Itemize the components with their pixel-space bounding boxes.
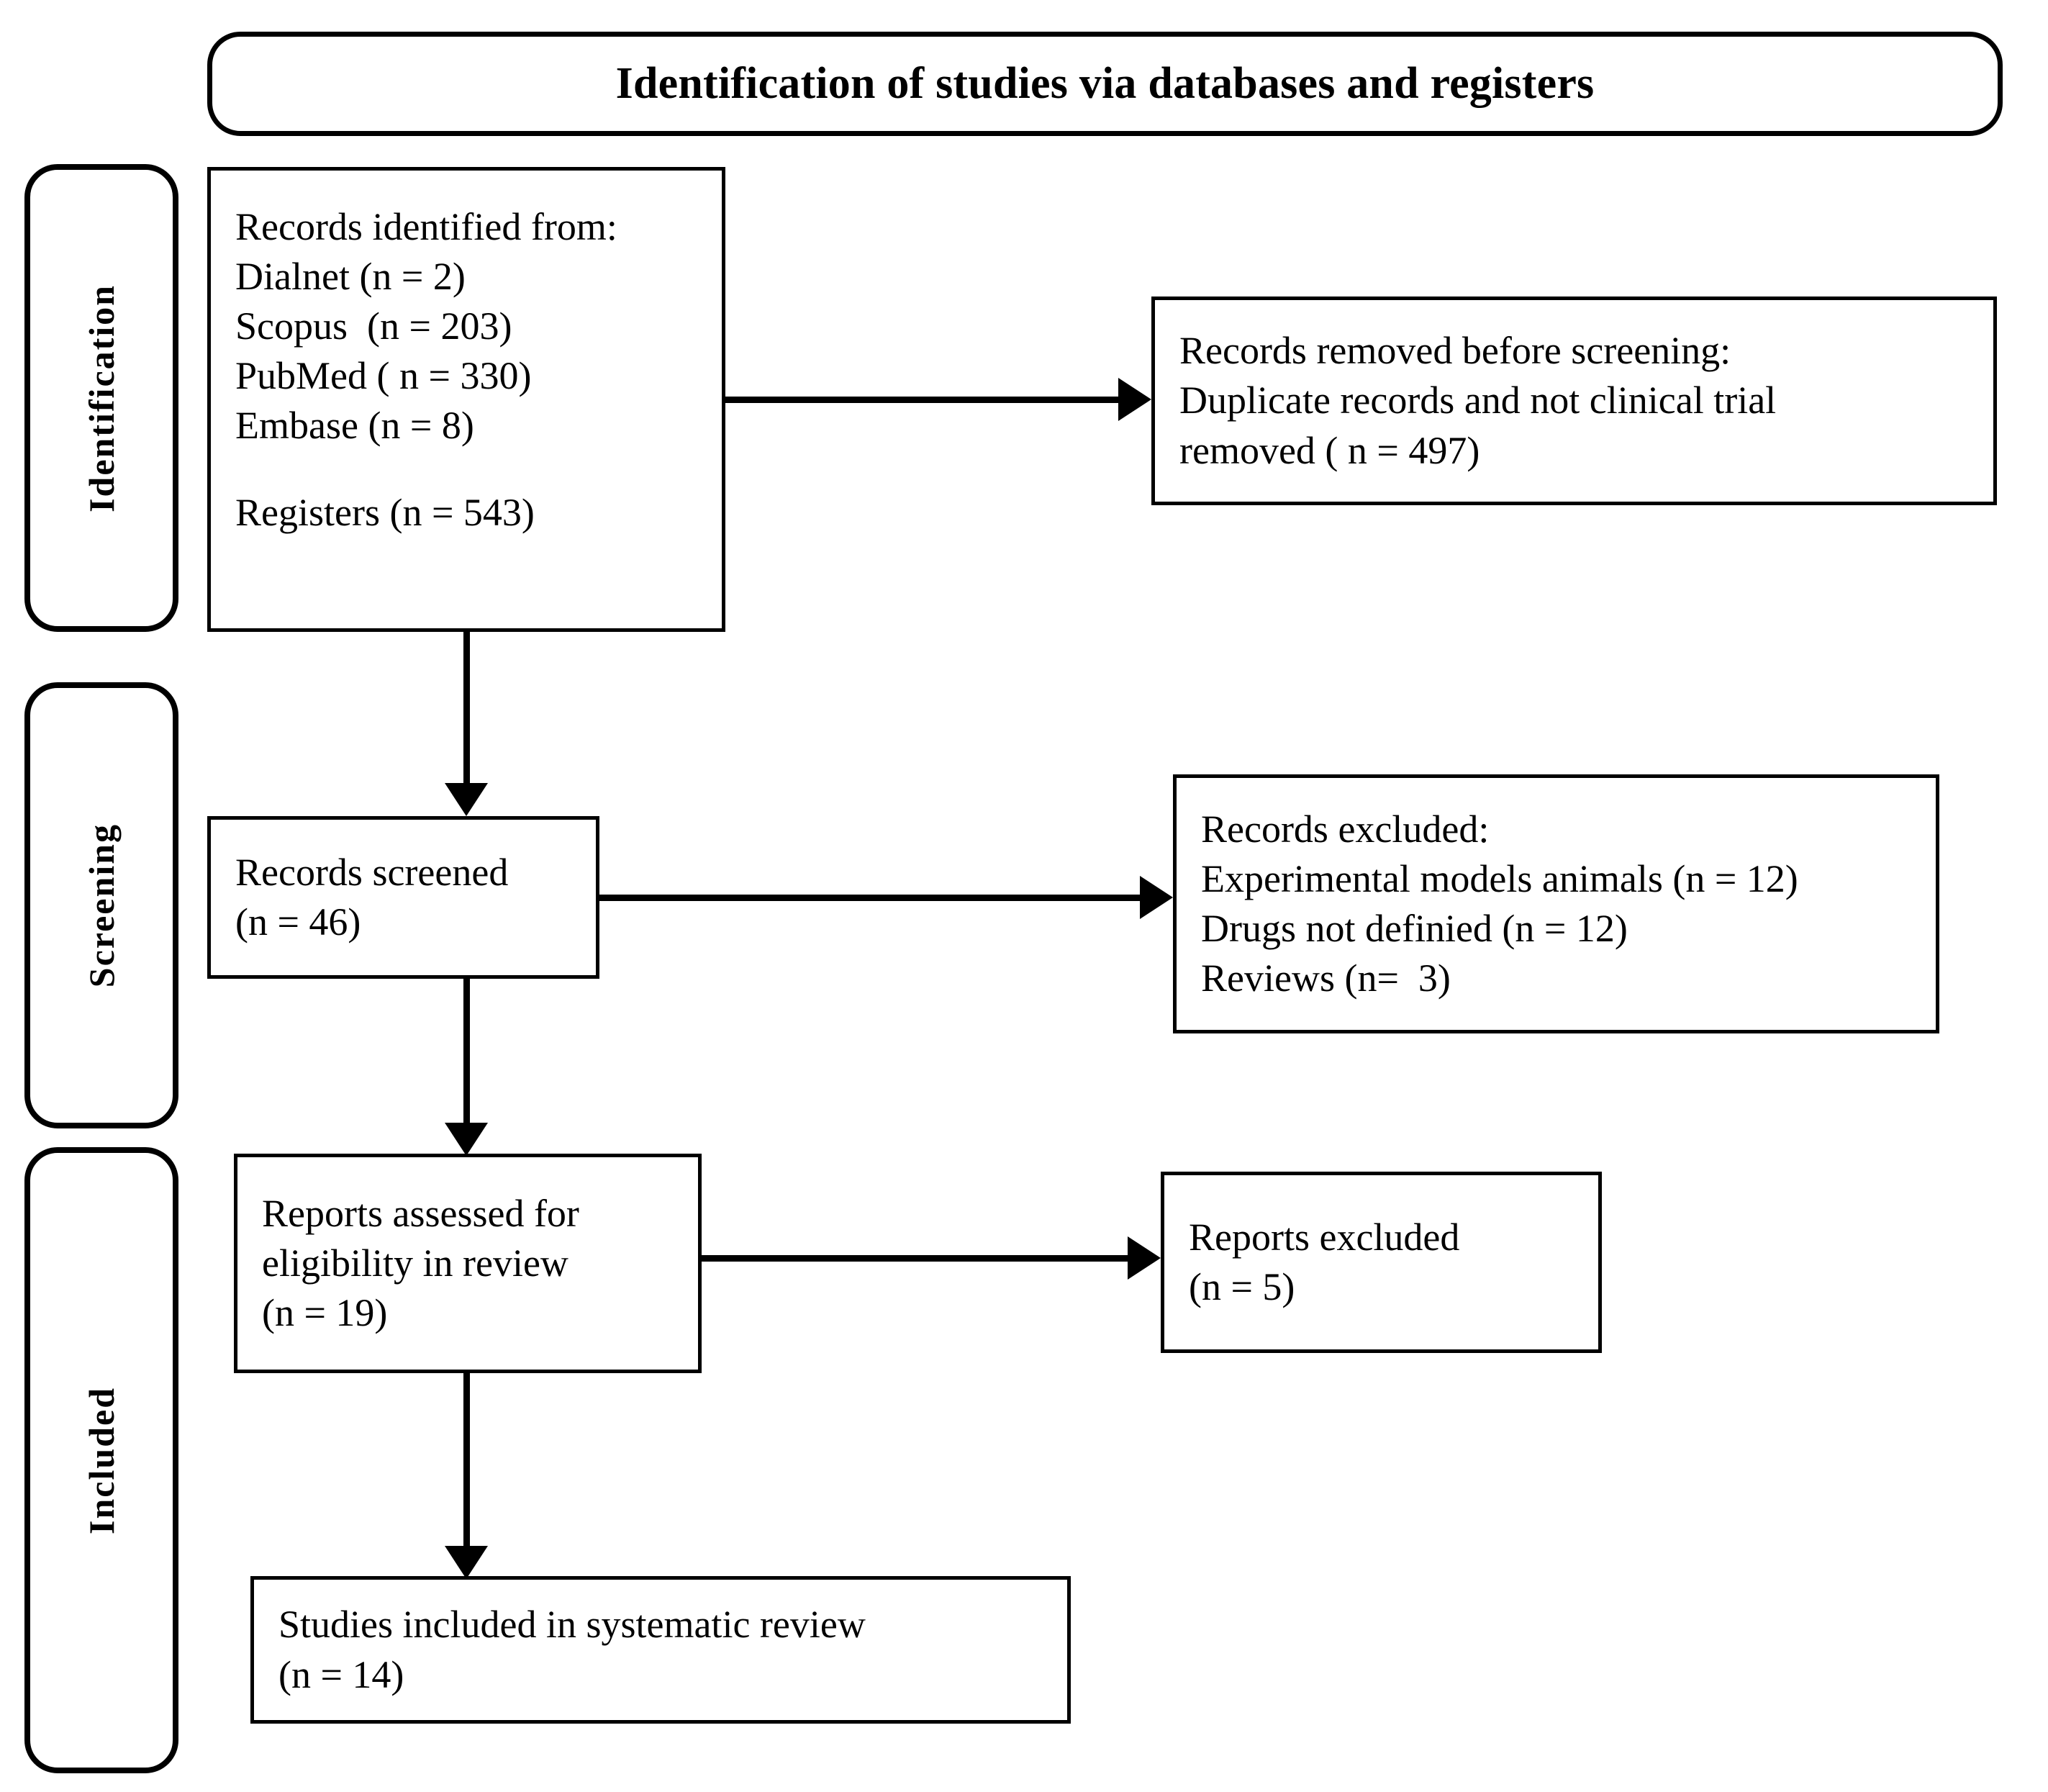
connector-identified-to-screened	[463, 632, 470, 783]
stage-label-screening-text: Screening	[81, 823, 122, 988]
records-identified-line-0: Records identified from:	[235, 205, 617, 248]
arrowhead-assessed-to-reports-excluded	[1128, 1236, 1161, 1280]
records-excluded-line-2: Drugs not definied (n = 12)	[1201, 907, 1628, 950]
records-excluded-line-1: Experimental models animals (n = 12)	[1201, 856, 1798, 900]
connector-screened-to-assessed	[463, 979, 470, 1123]
connector-identified-to-removed	[725, 397, 1118, 403]
records-excluded-line-0: Records excluded:	[1201, 807, 1490, 851]
arrowhead-screened-to-assessed	[445, 1123, 488, 1156]
stage-label-identification-text: Identification	[81, 284, 122, 512]
connector-assessed-to-included	[463, 1373, 470, 1546]
stage-label-screening: Screening	[24, 682, 178, 1128]
page-title: Identification of studies via databases …	[615, 59, 1595, 108]
stage-label-included: Included	[24, 1147, 178, 1773]
arrowhead-screened-to-excluded	[1140, 876, 1173, 919]
box-reports-excluded: Reports excluded (n = 5)	[1161, 1172, 1602, 1353]
records-identified-line-6: Registers (n = 543)	[235, 490, 535, 534]
reports-excluded-line-0: Reports excluded	[1189, 1215, 1460, 1259]
records-excluded-line-3: Reviews (n= 3)	[1201, 956, 1451, 1000]
box-reports-assessed: Reports assessed for eligibility in revi…	[234, 1154, 702, 1373]
studies-included-line-1: (n = 14)	[278, 1652, 404, 1696]
records-identified-line-3: PubMed ( n = 330)	[235, 354, 532, 398]
studies-included-line-0: Studies included in systematic review	[278, 1603, 866, 1647]
records-identified-line-1: Dialnet (n = 2)	[235, 255, 466, 299]
records-removed-line-2: removed ( n = 497)	[1179, 428, 1480, 472]
box-records-identified: Records identified from: Dialnet (n = 2)…	[207, 167, 725, 632]
connector-assessed-to-reports-excluded	[702, 1255, 1128, 1262]
box-studies-included: Studies included in systematic review (n…	[250, 1576, 1071, 1724]
diagram-title-banner: Identification of studies via databases …	[207, 32, 2003, 136]
box-records-screened: Records screened (n = 46)	[207, 816, 599, 979]
records-screened-line-1: (n = 46)	[235, 900, 361, 943]
records-removed-line-1: Duplicate records and not clinical trial	[1179, 379, 1777, 422]
records-identified-line-4: Embase (n = 8)	[235, 404, 474, 448]
box-records-excluded: Records excluded: Experimental models an…	[1173, 774, 1939, 1033]
arrowhead-assessed-to-included	[445, 1546, 488, 1579]
box-records-removed-before-screening: Records removed before screening: Duplic…	[1151, 297, 1997, 505]
arrowhead-identified-to-screened	[445, 783, 488, 816]
stage-label-identification: Identification	[24, 164, 178, 632]
records-removed-line-0: Records removed before screening:	[1179, 329, 1731, 373]
records-identified-line-2: Scopus (n = 203)	[235, 304, 512, 348]
reports-assessed-line-1: eligibility in review	[262, 1241, 568, 1285]
connector-screened-to-excluded	[599, 895, 1140, 901]
stage-label-included-text: Included	[81, 1386, 122, 1534]
records-identified-line-5	[235, 451, 712, 488]
reports-assessed-line-2: (n = 19)	[262, 1291, 388, 1335]
records-screened-line-0: Records screened	[235, 850, 509, 894]
reports-assessed-line-0: Reports assessed for	[262, 1191, 579, 1235]
arrowhead-identified-to-removed	[1118, 378, 1151, 421]
reports-excluded-line-1: (n = 5)	[1189, 1265, 1295, 1308]
